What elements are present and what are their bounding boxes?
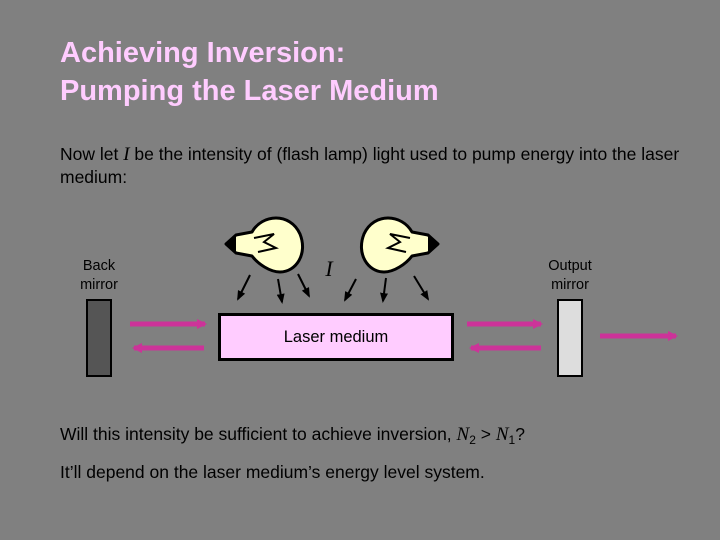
laser-medium: Laser medium — [218, 313, 454, 361]
back-mirror — [86, 299, 112, 377]
pump-arrow — [413, 275, 430, 301]
back-mirror-label-line-1: Back — [82, 258, 116, 274]
intensity-symbol: I — [324, 256, 334, 281]
question-text: Will this intensity be sufficient to ach… — [60, 424, 457, 444]
output-mirror-label-line-2: mirror — [551, 277, 589, 293]
left-lamp-icon — [224, 216, 304, 274]
pump-arrow — [276, 278, 285, 304]
n2-symbol: N — [456, 424, 470, 445]
pump-arrow — [237, 274, 251, 301]
back-mirror-label: Back mirror — [66, 257, 132, 295]
n1-subscript: 1 — [508, 433, 516, 447]
pump-arrow — [297, 273, 310, 298]
output-mirror-label: Output mirror — [536, 257, 604, 295]
slide-title: Achieving Inversion: Pumping the Laser M… — [60, 34, 439, 110]
laser-medium-label: Laser medium — [283, 327, 389, 346]
right-lamp-icon — [360, 216, 440, 274]
intro-after: be the intensity of (flash lamp) light u… — [60, 144, 680, 187]
pump-arrow — [344, 278, 357, 302]
pump-arrows — [237, 273, 430, 304]
intro-before: Now let — [60, 144, 124, 164]
laser-beams — [130, 319, 678, 353]
title-line-2: Pumping the Laser Medium — [60, 75, 439, 107]
output-mirror — [557, 299, 583, 377]
output-mirror-label-line-1: Output — [548, 258, 592, 274]
question-end: ? — [515, 424, 525, 444]
inversion-question: Will this intensity be sufficient to ach… — [60, 424, 525, 446]
title-line-1: Achieving Inversion: — [60, 37, 346, 69]
intro-symbol: I — [123, 144, 130, 165]
question-operator: > — [475, 424, 496, 444]
answer-text: It’ll depend on the laser medium’s energ… — [60, 462, 485, 482]
pump-arrow — [380, 277, 389, 303]
n2-subscript: 2 — [469, 433, 476, 447]
back-mirror-label-line-2: mirror — [80, 277, 118, 293]
intro-text: Now let I be the intensity of (flash lam… — [60, 143, 680, 188]
n1-symbol: N — [495, 424, 509, 445]
